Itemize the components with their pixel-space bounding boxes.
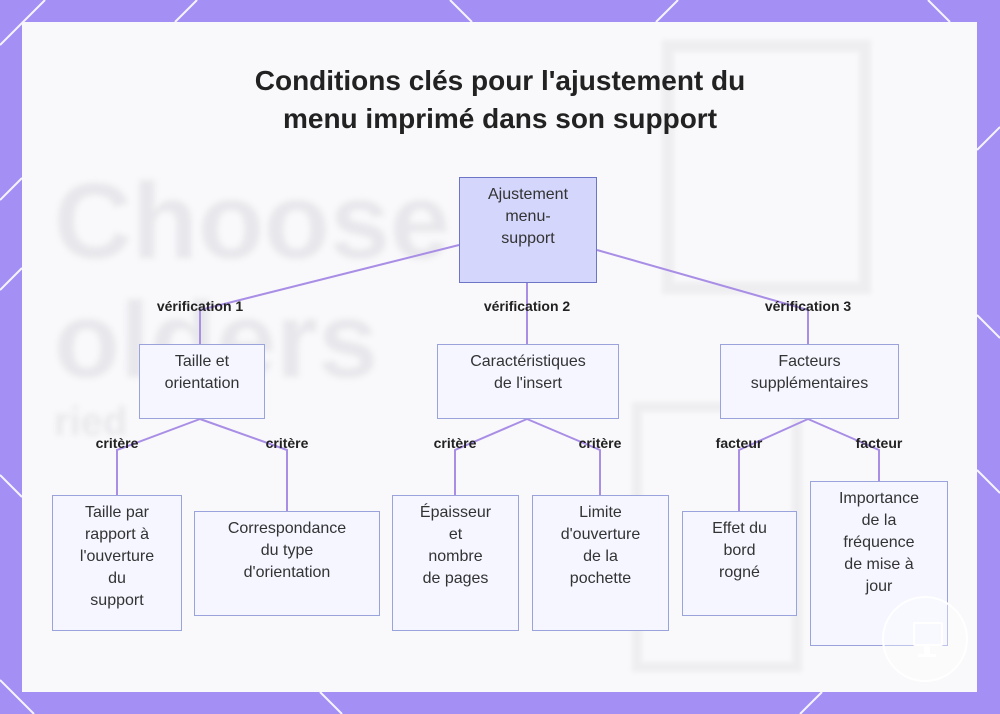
node-text: et: [448, 526, 463, 543]
node-text: Effet du: [712, 520, 767, 537]
node-taille-orientation[interactable]: Taille et orientation: [139, 344, 265, 419]
node-text: orientation: [164, 375, 240, 392]
edge-taille-rapport: [116, 418, 201, 495]
edge-label-facteur: facteur: [855, 435, 903, 451]
edge-label-critere: critère: [433, 435, 477, 451]
title-line: menu imprimé dans son support: [282, 103, 718, 134]
monitor-badge: [882, 596, 968, 682]
node-text: d'orientation: [243, 564, 331, 581]
node-text: Correspondance: [227, 520, 347, 537]
node-correspondance[interactable]: Correspondance du type d'orientation: [194, 511, 380, 616]
node-text: l'ouverture: [79, 548, 155, 565]
node-text: pochette: [569, 570, 632, 587]
background-text-line: ried: [54, 399, 128, 444]
node-text: Ajustement: [487, 186, 569, 203]
node-facteurs[interactable]: Facteurs supplémentaires: [720, 344, 899, 419]
background-text-line: Choose: [54, 160, 451, 281]
node-text: rogné: [719, 564, 760, 581]
node-text: fréquence: [843, 534, 915, 551]
edge-facteurs-importance: [807, 418, 880, 481]
edge-root-facteurs: [596, 249, 809, 344]
node-text: Limite: [579, 504, 622, 521]
node-text: de mise à: [844, 556, 914, 573]
edge-root-taille: [199, 244, 460, 344]
node-text: Épaisseur: [419, 504, 492, 521]
node-text: de l'insert: [494, 375, 562, 392]
node-limite[interactable]: Limite d'ouverture de la pochette: [532, 495, 669, 631]
node-text: Taille et: [174, 353, 230, 370]
diagram-title: Conditions clés pour l'ajustement du men…: [0, 62, 1000, 138]
node-text: du: [108, 570, 126, 587]
node-epaisseur[interactable]: Épaisseur et nombre de pages: [392, 495, 519, 631]
node-text: support: [90, 592, 144, 609]
node-text: nombre: [428, 548, 483, 565]
node-text: Caractéristiques: [470, 353, 586, 370]
edge-taille-correspondance: [199, 418, 288, 511]
node-text: de pages: [422, 570, 489, 587]
node-root[interactable]: Ajustement menu- support: [459, 177, 597, 283]
node-text: Facteurs: [778, 353, 841, 370]
edge-label-facteur: facteur: [715, 435, 763, 451]
node-effet-bord[interactable]: Effet du bord rogné: [682, 511, 797, 616]
node-text: de la: [861, 512, 897, 529]
monitor-icon: [913, 622, 943, 646]
monitor-base: [918, 654, 936, 657]
node-text: de la: [583, 548, 618, 565]
edge-label-critere: critère: [265, 435, 309, 451]
edge-label-critere: critère: [578, 435, 622, 451]
monitor-stand: [924, 646, 930, 654]
background-frame: [662, 40, 871, 294]
node-text: jour: [865, 578, 893, 595]
node-taille-rapport[interactable]: Taille par rapport à l'ouverture du supp…: [52, 495, 182, 631]
node-text: Taille par: [84, 504, 149, 521]
node-text: Importance: [838, 490, 920, 507]
node-text: support: [501, 230, 555, 247]
background-blurred-text: Choose olders ried: [54, 160, 451, 444]
title-line: Conditions clés pour l'ajustement du: [254, 65, 746, 96]
edge-carac-epaisseur: [454, 418, 528, 495]
node-text: rapport à: [84, 526, 150, 543]
node-text: bord: [723, 542, 756, 559]
edge-label-verification-3: vérification 3: [764, 298, 852, 314]
edge-label-verification-2: vérification 2: [483, 298, 571, 314]
node-text: d'ouverture: [560, 526, 641, 543]
edge-label-verification-1: vérification 1: [156, 298, 244, 314]
node-text: du type: [260, 542, 314, 559]
node-text: menu-: [505, 208, 551, 225]
edge-label-critere: critère: [95, 435, 139, 451]
node-text: supplémentaires: [750, 375, 869, 392]
edge-facteurs-effet: [738, 418, 809, 511]
node-caracteristiques[interactable]: Caractéristiques de l'insert: [437, 344, 619, 419]
edge-carac-limite: [526, 418, 601, 495]
